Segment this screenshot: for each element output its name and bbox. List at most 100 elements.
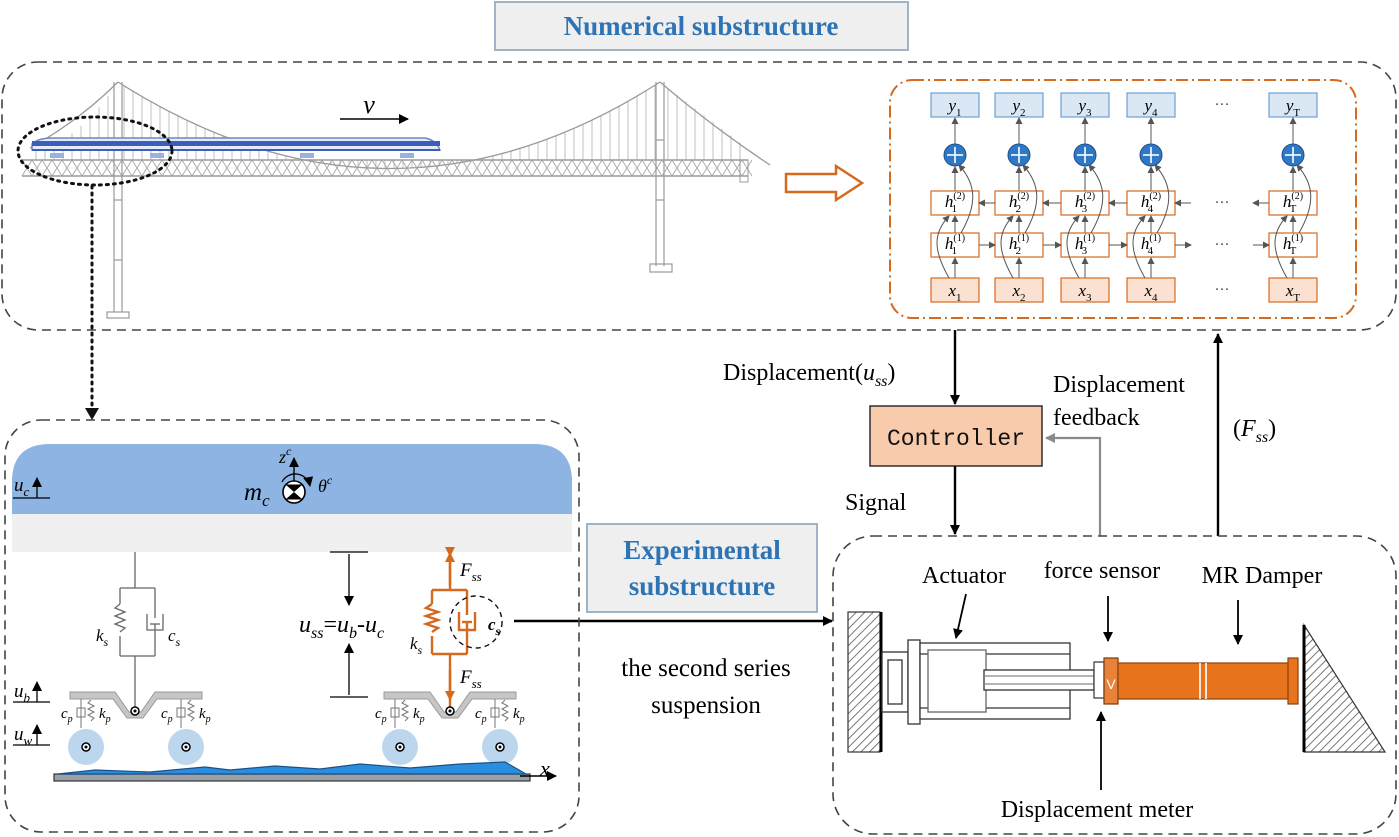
feedback-label-line1: Displacement <box>1053 372 1185 398</box>
car-mass-symbol <box>281 457 314 504</box>
left-fixed-wall <box>847 611 883 753</box>
cp-label: cp <box>475 706 487 725</box>
rnn-input-node <box>1126 277 1176 303</box>
svg-text:Displacement(uss): Displacement(uss) <box>723 360 895 390</box>
svg-text:(Fss): (Fss) <box>1233 416 1276 446</box>
secondary-suspension-left <box>113 552 164 710</box>
uss-equation: uss=ub-uc <box>299 612 384 642</box>
cp-label: cp <box>375 706 387 725</box>
rnn-input-label: x1 <box>947 281 961 304</box>
kp-label: kp <box>513 706 525 725</box>
experimental-title-line2: substructure <box>629 571 776 601</box>
theta-c-label: θc <box>318 473 333 496</box>
track <box>53 761 531 782</box>
uw-marker: uw <box>13 724 50 748</box>
rnn-network: y1h(2)1h(1)1x1y2h(2)2h(1)2x2y3h(2)3h(1)3… <box>930 92 1318 304</box>
numerical-title-box: Numerical substructure <box>494 1 909 51</box>
x-axis-label: x <box>539 756 550 781</box>
svg-text:uc: uc <box>14 475 30 499</box>
rnn-ellipsis: ··· <box>1215 195 1230 211</box>
rnn-ellipsis: ··· <box>1215 97 1230 113</box>
rnn-hidden1-node <box>930 232 980 258</box>
zc-label: zc <box>278 444 292 467</box>
bridge-tower-left <box>106 82 130 319</box>
rnn-output-label: y1 <box>946 96 961 119</box>
controller-label: Controller <box>887 426 1025 452</box>
relative-displacement-bracket <box>330 551 368 698</box>
velocity-label: v <box>363 90 375 119</box>
force-label: (Fss) <box>1233 416 1276 446</box>
kp-label: kp <box>413 706 425 725</box>
rnn-input-node <box>930 277 980 303</box>
rnn-input-label: x3 <box>1077 281 1092 304</box>
kp-label: kp <box>199 706 211 725</box>
ks-right-label: ks <box>410 634 423 657</box>
ks-left-label: ks <box>96 626 109 649</box>
bogie-frame <box>69 691 203 719</box>
cs-right-label: cs <box>488 615 501 638</box>
rnn-network-frame <box>889 79 1357 319</box>
experimental-title-box: Experimental substructure <box>586 523 818 613</box>
fss-top-label: Fss <box>459 560 482 584</box>
zoom-arrowhead <box>85 408 99 420</box>
rnn-ellipsis: ··· <box>1215 237 1230 253</box>
rnn-output-label: y4 <box>1142 96 1158 119</box>
rnn-output-label: yT <box>1284 96 1301 119</box>
rnn-input-node <box>1060 277 1110 303</box>
rnn-hidden1-label: h(1)3 <box>1075 233 1095 257</box>
rnn-hidden1-label: h(1)2 <box>1009 233 1029 257</box>
rnn-input-label: x2 <box>1011 281 1025 304</box>
actuator <box>881 639 1095 725</box>
force-sensor: V <box>1093 657 1119 705</box>
uc-marker: uc <box>13 475 50 499</box>
svg-text:V: V <box>1106 676 1116 692</box>
feedback-arrow <box>1045 433 1102 536</box>
actuator-pointer <box>953 593 967 639</box>
primary-spring <box>186 699 196 722</box>
rnn-output-label: y2 <box>1010 96 1025 119</box>
numerical-substructure-frame <box>1 61 1397 331</box>
rnn-hidden2-label: h(2)4 <box>1141 191 1161 215</box>
feedback-label-line2: feedback <box>1053 405 1140 431</box>
experiment-frame <box>832 535 1397 835</box>
train <box>31 137 442 158</box>
rnn-hidden1-label: h(1)T <box>1283 233 1303 257</box>
vehicle-model-frame <box>4 419 580 833</box>
cp-label: cp <box>61 706 73 725</box>
rnn-output-label: y3 <box>1076 96 1092 119</box>
rnn-hidden2-label: h(2)3 <box>1075 191 1095 215</box>
zoom-ellipse <box>16 115 174 187</box>
suspension-label-line1: the second series <box>621 655 790 682</box>
mc-label: mc <box>244 479 270 510</box>
primary-spring <box>400 699 410 722</box>
cs-left-label: cs <box>168 626 181 649</box>
cp-label: cp <box>161 706 173 725</box>
rnn-output-node <box>994 92 1044 118</box>
rnn-input-label: x4 <box>1143 281 1158 304</box>
signal-label: Signal <box>845 490 907 516</box>
primary-spring <box>500 699 510 722</box>
damper-highlight-circle <box>449 595 503 649</box>
rnn-hidden2-label: h(2)1 <box>945 191 965 215</box>
rnn-ellipsis: ··· <box>1215 282 1230 298</box>
kp-label: kp <box>99 706 111 725</box>
experimental-title-line1: Experimental <box>623 535 781 565</box>
numerical-title: Numerical substructure <box>564 11 839 41</box>
rnn-hidden1-label: h(1)4 <box>1141 233 1161 257</box>
rnn-hidden1-label: h(1)1 <box>945 233 965 257</box>
bridge-tower-right <box>649 82 673 273</box>
ub-marker: ub <box>13 681 50 705</box>
suspension-label-line2: suspension <box>651 692 761 719</box>
rnn-input-label: xT <box>1285 281 1301 304</box>
to-network-arrow <box>784 163 865 203</box>
mr-damper <box>1117 657 1299 705</box>
actuator-label: Actuator <box>922 563 1006 589</box>
displacement-meter-label: Displacement meter <box>1001 797 1194 823</box>
force-sensor-label: force sensor <box>1044 558 1161 584</box>
right-fixed-wall <box>1302 622 1387 753</box>
bogie-frame <box>383 691 517 719</box>
rnn-input-node <box>1268 277 1318 303</box>
displacement-label: Displacement(uss) <box>723 360 895 390</box>
controller-box: Controller <box>869 405 1043 467</box>
